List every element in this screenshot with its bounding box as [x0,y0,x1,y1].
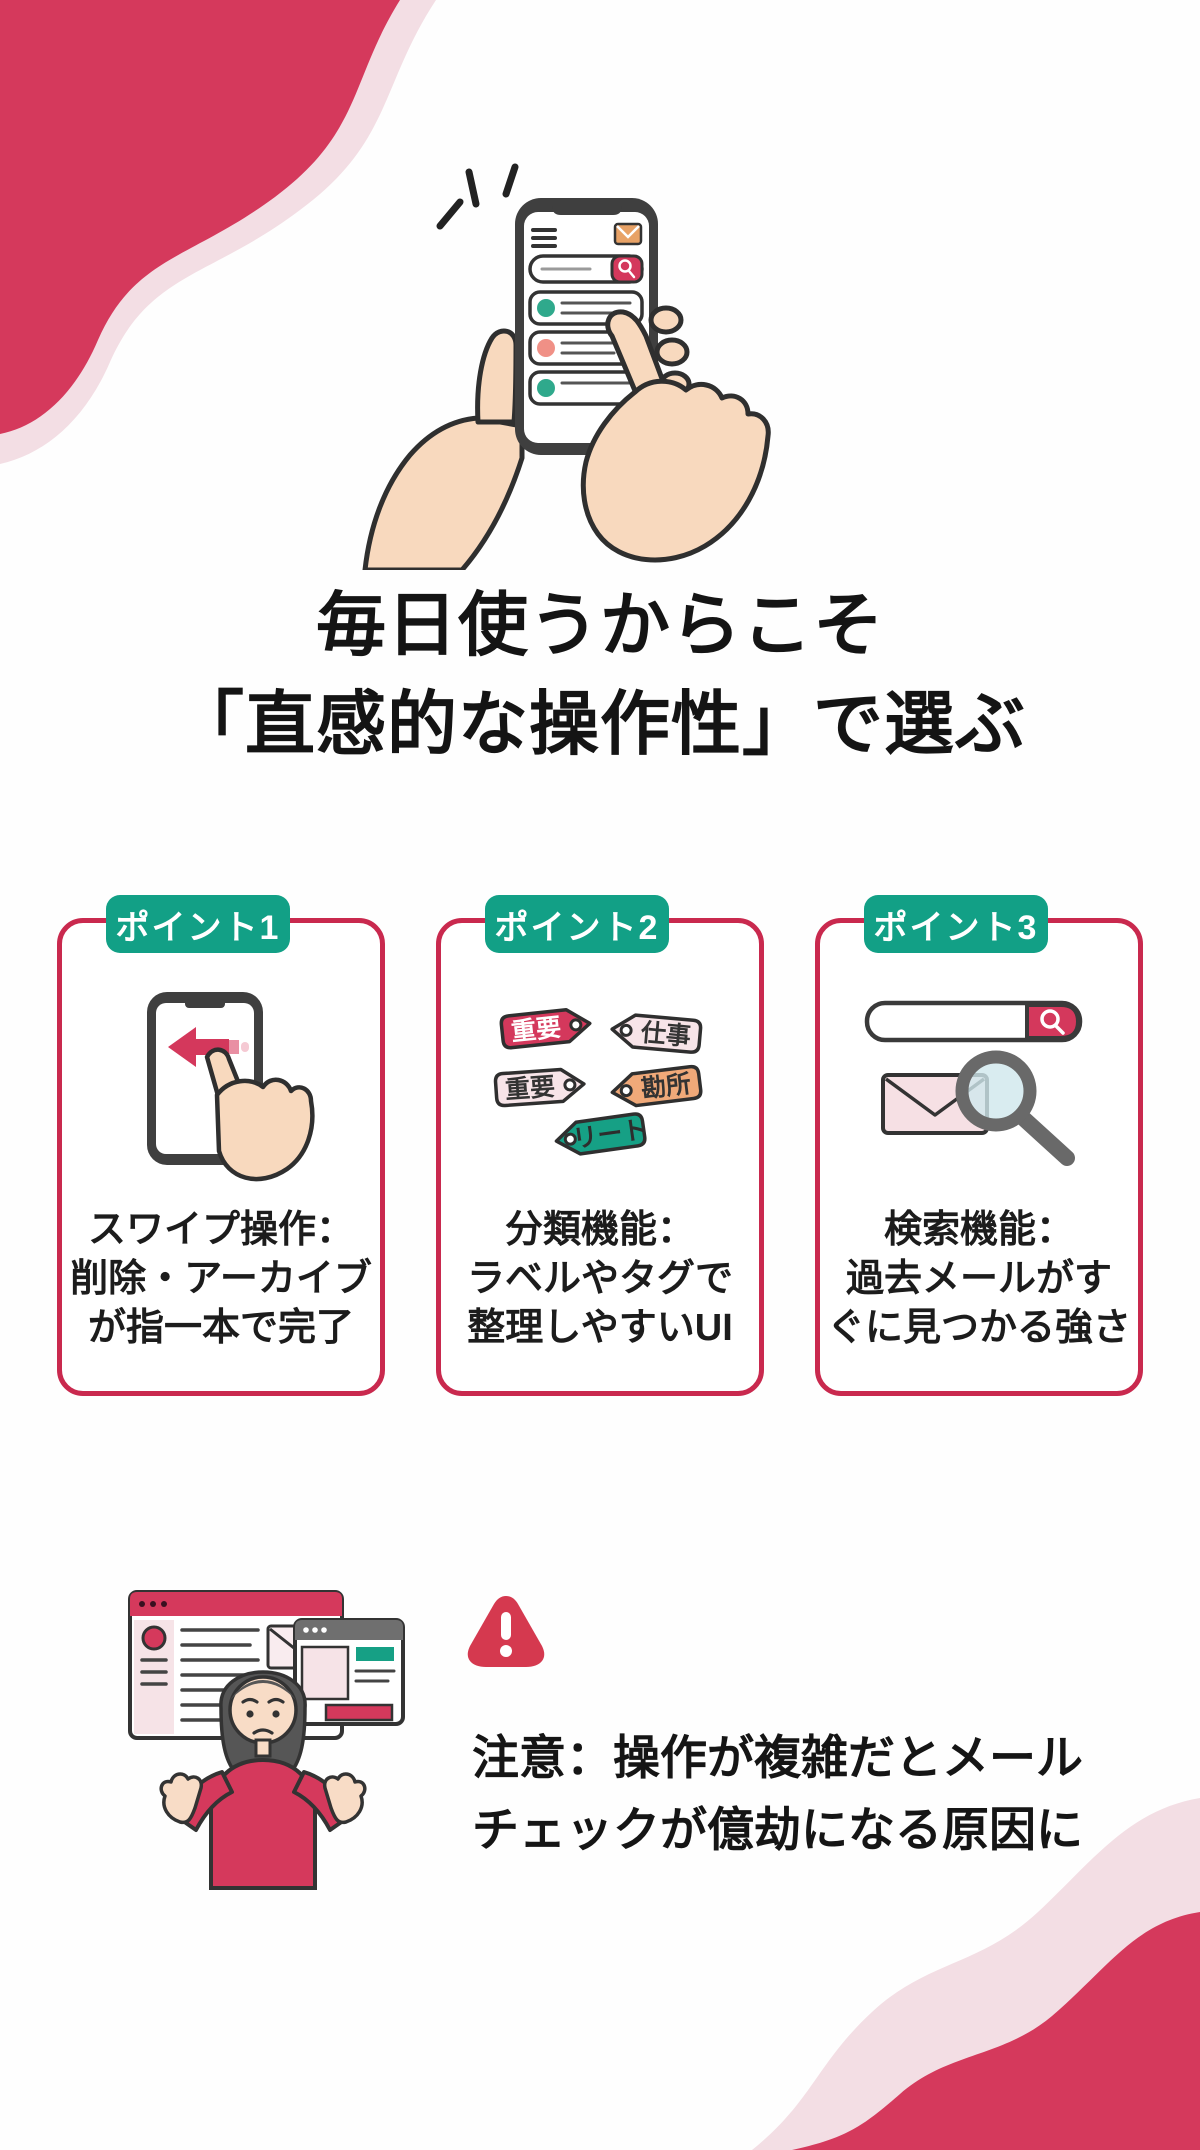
tags-illustration: 重要 仕事 重要 勘所 [493,1008,703,1156]
caption-line: ぐに見つかる強さ [826,1307,1131,1349]
point-2-badge: ポイント2 [485,895,669,953]
open-palm [159,1772,367,1825]
magnifier-icon [955,1050,1075,1166]
caption-line: 検索機能： [883,1209,1074,1251]
corner-wave-bottom-right [752,1798,1200,2150]
woman [159,1670,367,1890]
point-1-badge: ポイント1 [106,895,290,953]
caption-line: ラベルやタグで [466,1258,733,1300]
point-3-badge: ポイント3 [864,895,1048,953]
hands-holding-phone-illustration [362,163,771,570]
tag-label: 勘所 [640,1070,693,1104]
title-line-2: 「直感的な操作性」で選ぶ [174,685,1026,763]
tag-icon: 重要 [493,1067,586,1108]
tag-icon: 勘所 [610,1064,703,1108]
tag-icon: リート [554,1112,649,1156]
tag-icon: 仕事 [610,1013,703,1054]
search-icon [618,259,636,279]
warning-icon [467,1596,545,1667]
point-2-caption: 分類機能： ラベルやタグで 整理しやすいUI [441,1206,759,1353]
swipe-arrow-icon [168,1027,249,1067]
tag-icon: 重要 [499,1008,592,1050]
page-title: 毎日使うからこそ 「直感的な操作性」で選ぶ [0,576,1200,774]
tag-label: 仕事 [639,1019,692,1051]
point-card-1: ポイント1 スワイプ操作： 削除・アーカイブ が指一本で完了 [57,895,385,1396]
browser-window [293,1618,405,1726]
sparkle-lines-icon [436,163,519,230]
point-card-3: ポイント3 検索機能： 過去メールがす ぐに見つかる強さ [815,895,1143,1396]
smartphone [515,198,658,455]
tag-label: 重要 [504,1073,556,1104]
swipe-illustration [147,992,315,1182]
title-line-1: 毎日使うからこそ [316,586,884,664]
search-icon [1040,1009,1065,1035]
point-1-caption: スワイプ操作： 削除・アーカイブ が指一本で完了 [62,1206,380,1353]
search-illustration [864,1000,1083,1166]
mail-icon [613,222,643,246]
search-bar [528,254,644,284]
search-bar [864,1000,1083,1043]
corner-wave-top-left [0,0,436,464]
phone-notch [552,198,622,215]
point-3-caption: 検索機能： 過去メールがす ぐに見つかる強さ [820,1206,1138,1353]
caption-line: スワイプ操作： [87,1209,354,1251]
caption-line: が指一本で完了 [87,1307,354,1349]
tag-label: 重要 [510,1014,563,1047]
caption-line: 整理しやすいUI [467,1307,733,1349]
caption-line: 分類機能： [504,1209,695,1251]
point-card-2: ポイント2 重要 仕事 重要 [436,895,764,1396]
caption-line: 削除・アーカイブ [70,1258,372,1300]
warning-text: 注意：操作が複雑だとメール チェックが億劫になる原因に [472,1722,1152,1866]
pointing-hand-icon [204,1047,315,1182]
right-hand-pointing [580,305,771,563]
confused-woman-illustration [128,1590,405,1890]
caption-line: 過去メールがす [845,1258,1112,1300]
left-hand [362,328,525,570]
warning-line-2: チェックが億劫になる原因に [472,1803,1083,1856]
hamburger-menu-icon [531,228,557,248]
warning-line-1: 注意：操作が複雑だとメール [472,1731,1083,1784]
